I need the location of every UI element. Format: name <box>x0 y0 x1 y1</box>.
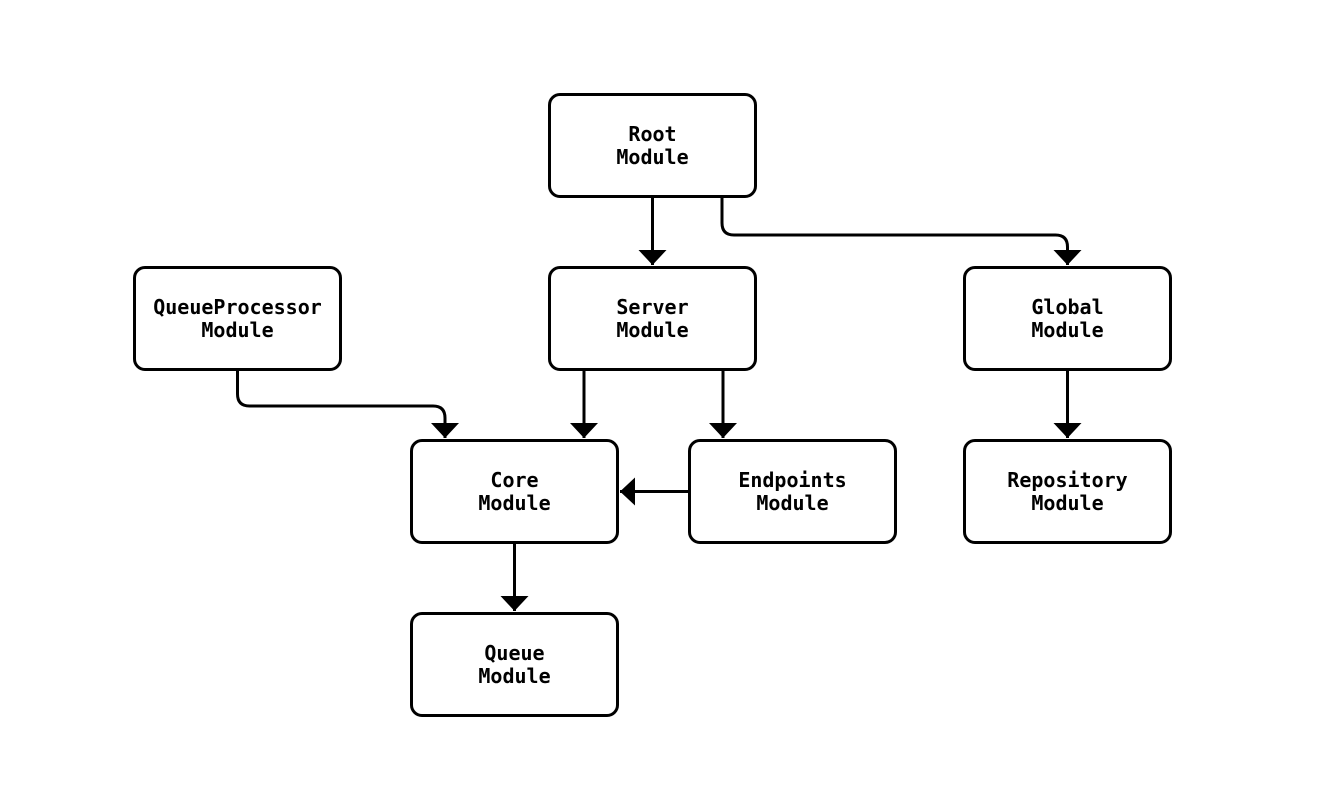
node-global-module: Global Module <box>963 266 1172 371</box>
node-endpoints-module: Endpoints Module <box>688 439 897 544</box>
node-label: Root Module <box>616 121 689 169</box>
node-queue-module: Queue Module <box>410 612 619 717</box>
node-label: Global Module <box>1031 294 1104 342</box>
node-label: Endpoints Module <box>738 467 847 515</box>
node-label: Queue Module <box>478 640 551 688</box>
node-label: Repository Module <box>1007 467 1128 515</box>
node-label: Core Module <box>478 467 551 515</box>
node-core-module: Core Module <box>410 439 619 544</box>
edge-queueprocessor-to-core <box>236 371 459 438</box>
node-label: Server Module <box>616 294 689 342</box>
node-queueprocessor-module: QueueProcessor Module <box>133 266 342 371</box>
edge-root-to-global <box>720 198 1082 265</box>
node-root-module: Root Module <box>548 93 757 198</box>
node-label: QueueProcessor Module <box>153 294 322 342</box>
node-repository-module: Repository Module <box>963 439 1172 544</box>
node-server-module: Server Module <box>548 266 757 371</box>
